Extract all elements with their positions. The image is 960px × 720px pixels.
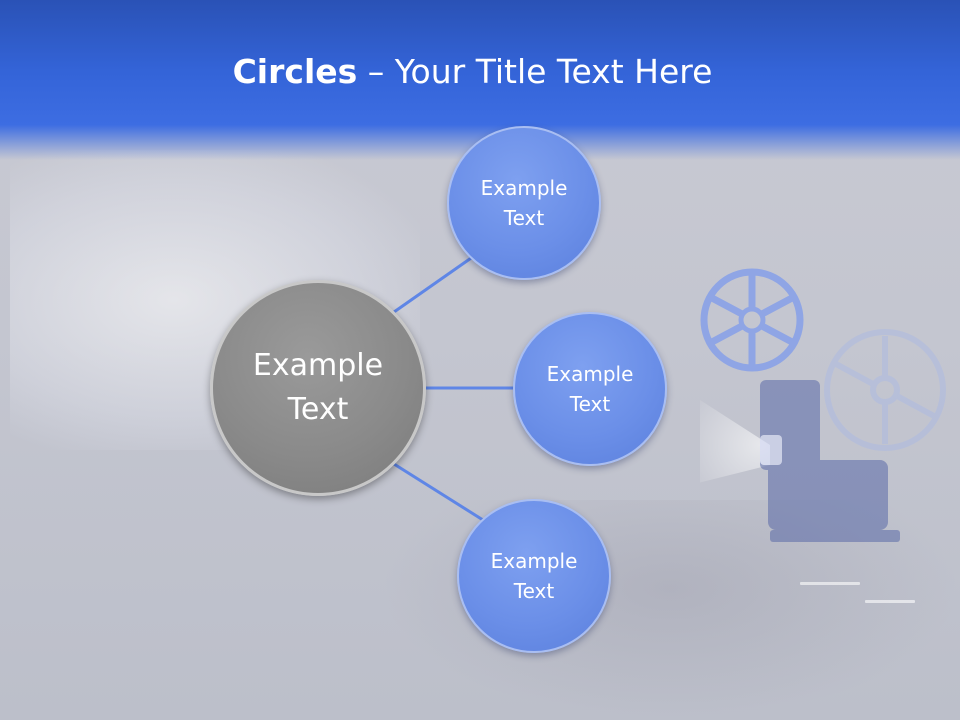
title-banner <box>0 0 960 160</box>
center-circle-line2: Text <box>287 392 349 427</box>
title-text-part: – Your Title Text Here <box>357 52 713 91</box>
outer-circle-top: Example Text <box>447 126 601 280</box>
outer-circle-bottom-line1: Example <box>490 549 578 573</box>
outer-circle-top-line2: Text <box>503 206 545 230</box>
slide-title: Circles – Your Title Text Here <box>0 52 945 91</box>
connector-line-bottom <box>393 462 484 522</box>
outer-circle-middle-line1: Example <box>546 362 634 386</box>
title-bold-part: Circles <box>232 52 358 91</box>
outer-circle-bottom-line2: Text <box>513 579 555 603</box>
center-circle-line1: Example <box>252 348 384 383</box>
outer-circle-top-line1: Example <box>480 176 568 200</box>
outer-circle-middle-line2: Text <box>569 392 611 416</box>
film-projector-icon <box>700 268 946 603</box>
connector-line-top <box>393 254 475 314</box>
outer-circle-bottom: Example Text <box>457 499 611 653</box>
outer-circle-middle: Example Text <box>513 312 667 466</box>
center-circle: Example Text <box>210 280 426 496</box>
